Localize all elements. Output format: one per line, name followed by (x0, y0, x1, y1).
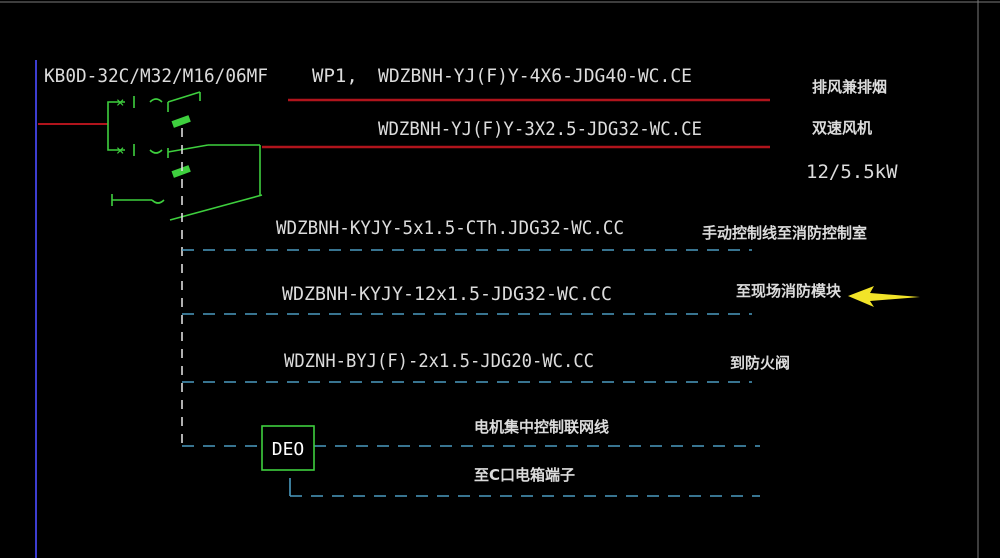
destination-label-3: 到防火阀 (730, 354, 790, 372)
breaker-contact-2 (171, 165, 191, 178)
cable-label-3: WDZBNH-KYJY-5x1.5-CTh.JDG32-WC.CC (276, 217, 624, 239)
circuit-id-label: WP1, (312, 65, 358, 87)
destination-label-1: 手动控制线至消防控制室 (702, 224, 867, 242)
cable-label-5: WDZNH-BYJ(F)-2x1.5-JDG20-WC.CC (284, 350, 594, 372)
breaker-symbol: × × (107, 91, 263, 221)
svg-text:×: × (116, 143, 124, 159)
cable-label-4: WDZBNH-KYJY-12x1.5-JDG32-WC.CC (282, 283, 612, 305)
cable-label-2: WDZBNH-YJ(F)Y-3X2.5-JDG32-WC.CE (378, 118, 702, 140)
load-label-line1: 排风兼排烟 (812, 78, 887, 96)
yellow-left-arrow-icon (848, 286, 920, 307)
breaker-contact-1 (171, 115, 191, 128)
load-label-line2: 双速风机 (812, 119, 872, 137)
module-desc-bottom: 至C口电箱端子 (474, 466, 575, 484)
module-desc-top: 电机集中控制联网线 (474, 418, 609, 436)
breaker-model-label: KB0D-32C/M32/M16/06MF (44, 65, 268, 87)
svg-text:×: × (116, 95, 124, 111)
cable-label-1: WDZBNH-YJ(F)Y-4X6-JDG40-WC.CE (378, 65, 692, 87)
module-box (261, 425, 315, 471)
destination-label-2: 至现场消防模块 (736, 282, 842, 300)
load-power-label: 12/5.5kW (806, 161, 898, 183)
module-box-label: DEO (272, 439, 305, 460)
